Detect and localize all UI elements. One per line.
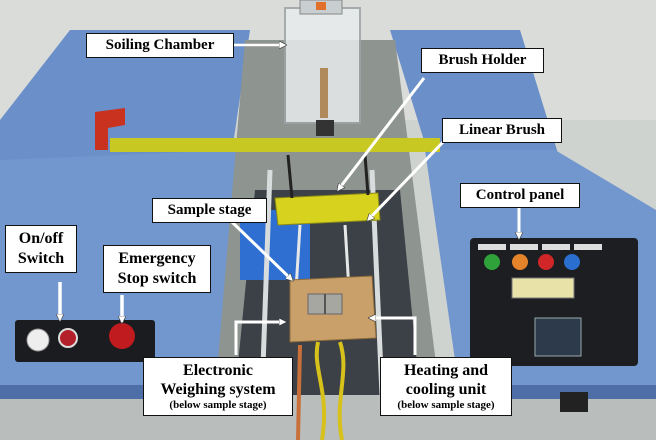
control-label-3 <box>542 244 570 250</box>
label-emergency-line1: Emergency <box>118 250 196 267</box>
label-soiling-chamber: Soiling Chamber <box>86 33 234 58</box>
label-sample-stage-text: Sample stage <box>167 202 252 218</box>
yellow-cross-bar <box>110 138 440 152</box>
label-heating-cooling: Heating and cooling unit (below sample s… <box>380 357 512 416</box>
blue-button <box>564 254 580 270</box>
brush-holder-knob <box>316 120 334 136</box>
label-weighing-line1: Electronic <box>183 362 253 379</box>
label-soiling-chamber-text: Soiling Chamber <box>105 37 215 53</box>
brush-post-left <box>286 154 294 199</box>
label-linear-brush-text: Linear Brush <box>459 122 545 138</box>
control-label-2 <box>510 244 538 250</box>
label-on-off-line1: On/off <box>18 230 64 247</box>
label-emergency-line2: Stop switch <box>117 270 197 287</box>
on-off-switch-white <box>26 328 50 352</box>
label-weighing-line2: Weighing system <box>160 381 276 398</box>
label-heating-sub: (below sample stage) <box>397 399 495 411</box>
green-button <box>484 254 500 270</box>
label-heating-line2: cooling unit <box>405 381 487 398</box>
label-brush-holder-text: Brush Holder <box>438 52 527 68</box>
label-weighing-sub: (below sample stage) <box>169 399 267 411</box>
label-weighing-system: Electronic Weighing system (below sample… <box>143 357 293 416</box>
label-emergency-stop: Emergency Stop switch <box>103 245 211 293</box>
on-off-switch-red <box>58 328 78 348</box>
control-box-bottom <box>560 392 588 412</box>
control-panel-board <box>470 238 638 366</box>
label-sample-stage: Sample stage <box>152 198 267 223</box>
guide-rod-1 <box>294 224 302 291</box>
chamber-cap <box>316 2 326 10</box>
red-clamp <box>95 108 125 150</box>
chamber-rod <box>320 68 328 118</box>
cable-yellow-2 <box>337 341 346 440</box>
lcd-display <box>511 277 575 299</box>
orange-button <box>512 254 528 270</box>
label-control-panel-text: Control panel <box>475 187 565 203</box>
label-brush-holder: Brush Holder <box>421 48 544 73</box>
label-on-off-line2: Switch <box>17 250 65 267</box>
emergency-stop-button <box>109 323 135 349</box>
cable-yellow-1 <box>314 341 327 440</box>
cable-copper <box>296 344 302 440</box>
control-label-4 <box>574 244 602 250</box>
label-linear-brush: Linear Brush <box>442 118 562 143</box>
red-button <box>538 254 554 270</box>
control-label-1 <box>478 244 506 250</box>
label-control-panel: Control panel <box>460 183 580 208</box>
keypad <box>534 317 582 357</box>
label-on-off-switch: On/off Switch <box>5 225 77 273</box>
label-heating-line1: Heating and <box>403 362 488 379</box>
